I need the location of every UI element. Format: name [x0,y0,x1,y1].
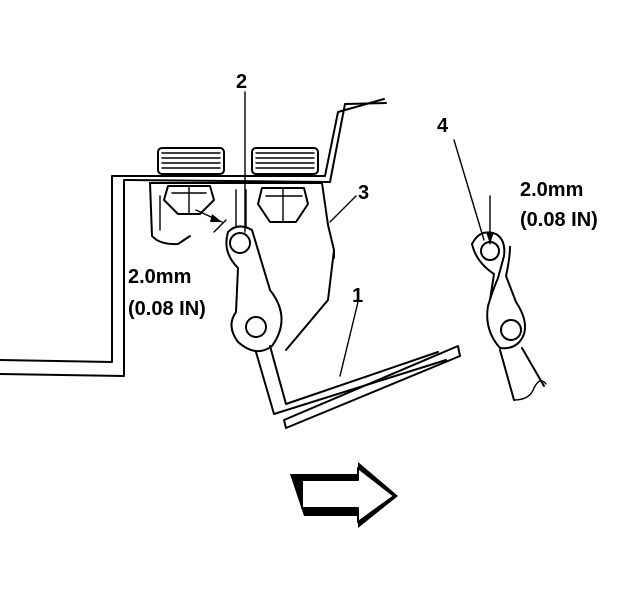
right-measurement-in: (0.08 IN) [520,209,598,231]
leader-line-1 [339,301,359,377]
right-nut [257,187,309,223]
bracket-assembly [0,98,387,377]
leader-line-3 [329,195,357,223]
upper-right-block [251,147,319,175]
callout-3: 3 [358,182,369,204]
left-measurement-in: (0.08 IN) [128,298,206,320]
callout-1: 1 [352,285,363,307]
pedal-arm [225,225,461,429]
left-measurement-indicator [195,209,227,233]
right-measurement-mm: 2.0mm [520,179,583,201]
arm-detail [453,139,547,401]
arrow-right-icon [290,462,398,528]
upper-left-block [157,147,225,175]
callout-2: 2 [236,71,247,93]
left-measurement-mm: 2.0mm [128,266,191,288]
callout-4: 4 [437,115,449,137]
left-nut [163,185,215,215]
